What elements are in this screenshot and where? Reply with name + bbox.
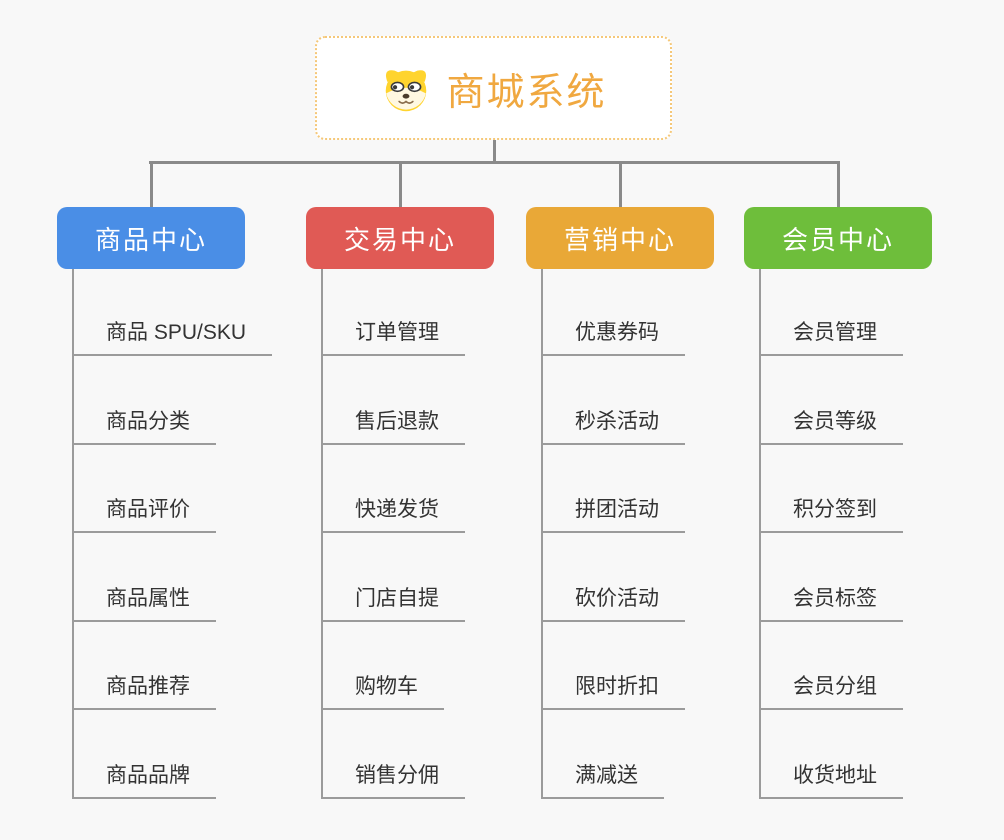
- leaf-node[interactable]: 会员等级: [759, 410, 903, 445]
- leaf-node[interactable]: 积分签到: [759, 498, 903, 533]
- leaf-node[interactable]: 订单管理: [321, 321, 465, 356]
- dog-face-icon: [380, 65, 432, 112]
- branch-node-3[interactable]: 营销中心: [526, 207, 714, 269]
- branch-column: 交易中心 订单管理售后退款快递发货门店自提购物车销售分佣: [306, 0, 566, 840]
- root-node[interactable]: 商城系统: [315, 36, 672, 140]
- branch-label: 营销中心: [563, 224, 676, 255]
- leaf-node[interactable]: 商品评价: [72, 498, 216, 533]
- leaf-node[interactable]: 砍价活动: [541, 587, 685, 622]
- leaf-node[interactable]: 优惠券码: [541, 321, 685, 356]
- root-title: 商城系统: [446, 71, 607, 114]
- branch-trunk-line: [759, 269, 761, 799]
- leaf-node[interactable]: 会员管理: [759, 321, 903, 356]
- leaf-node[interactable]: 满减送: [541, 764, 664, 799]
- leaf-node[interactable]: 售后退款: [321, 410, 465, 445]
- leaf-node[interactable]: 商品属性: [72, 587, 216, 622]
- connector-bus: [149, 161, 839, 164]
- leaf-node[interactable]: 会员分组: [759, 675, 903, 710]
- leaf-node[interactable]: 购物车: [321, 675, 444, 710]
- leaf-node[interactable]: 商品分类: [72, 410, 216, 445]
- connector-branch-drop: [836, 161, 840, 207]
- leaf-node[interactable]: 限时折扣: [541, 675, 685, 710]
- branch-trunk-line: [541, 269, 543, 799]
- branch-label: 会员中心: [781, 224, 894, 255]
- branch-trunk-line: [321, 269, 323, 799]
- connector-branch-drop: [398, 161, 402, 207]
- leaf-node[interactable]: 销售分佣: [321, 764, 465, 799]
- leaf-node[interactable]: 秒杀活动: [541, 410, 685, 445]
- leaf-node[interactable]: 门店自提: [321, 587, 465, 622]
- branch-node-2[interactable]: 交易中心: [306, 207, 494, 269]
- leaf-node[interactable]: 商品 SPU/SKU: [72, 321, 273, 356]
- branch-trunk-line: [72, 269, 74, 799]
- branch-label: 交易中心: [343, 224, 456, 255]
- branch-node-1[interactable]: 商品中心: [57, 207, 245, 269]
- leaf-node[interactable]: 商品推荐: [72, 675, 216, 710]
- leaf-node[interactable]: 商品品牌: [72, 764, 216, 799]
- branch-column: 营销中心 优惠券码秒杀活动拼团活动砍价活动限时折扣满减送: [526, 0, 786, 840]
- connector-root-stub: [493, 140, 496, 162]
- branch-label: 商品中心: [94, 224, 207, 255]
- connector-branch-drop: [149, 161, 153, 207]
- branch-column: 商品中心 商品 SPU/SKU 商品分类商品评价商品属性商品推荐商品品牌: [57, 0, 317, 840]
- leaf-node[interactable]: 快递发货: [321, 498, 465, 533]
- connector-branch-drop: [618, 161, 622, 207]
- branch-node-4[interactable]: 会员中心: [744, 207, 932, 269]
- leaf-node[interactable]: 拼团活动: [541, 498, 685, 533]
- leaf-node[interactable]: 收货地址: [759, 764, 903, 799]
- branch-column: 会员中心 会员管理会员等级积分签到会员标签会员分组收货地址: [744, 0, 1004, 840]
- leaf-node[interactable]: 会员标签: [759, 587, 903, 622]
